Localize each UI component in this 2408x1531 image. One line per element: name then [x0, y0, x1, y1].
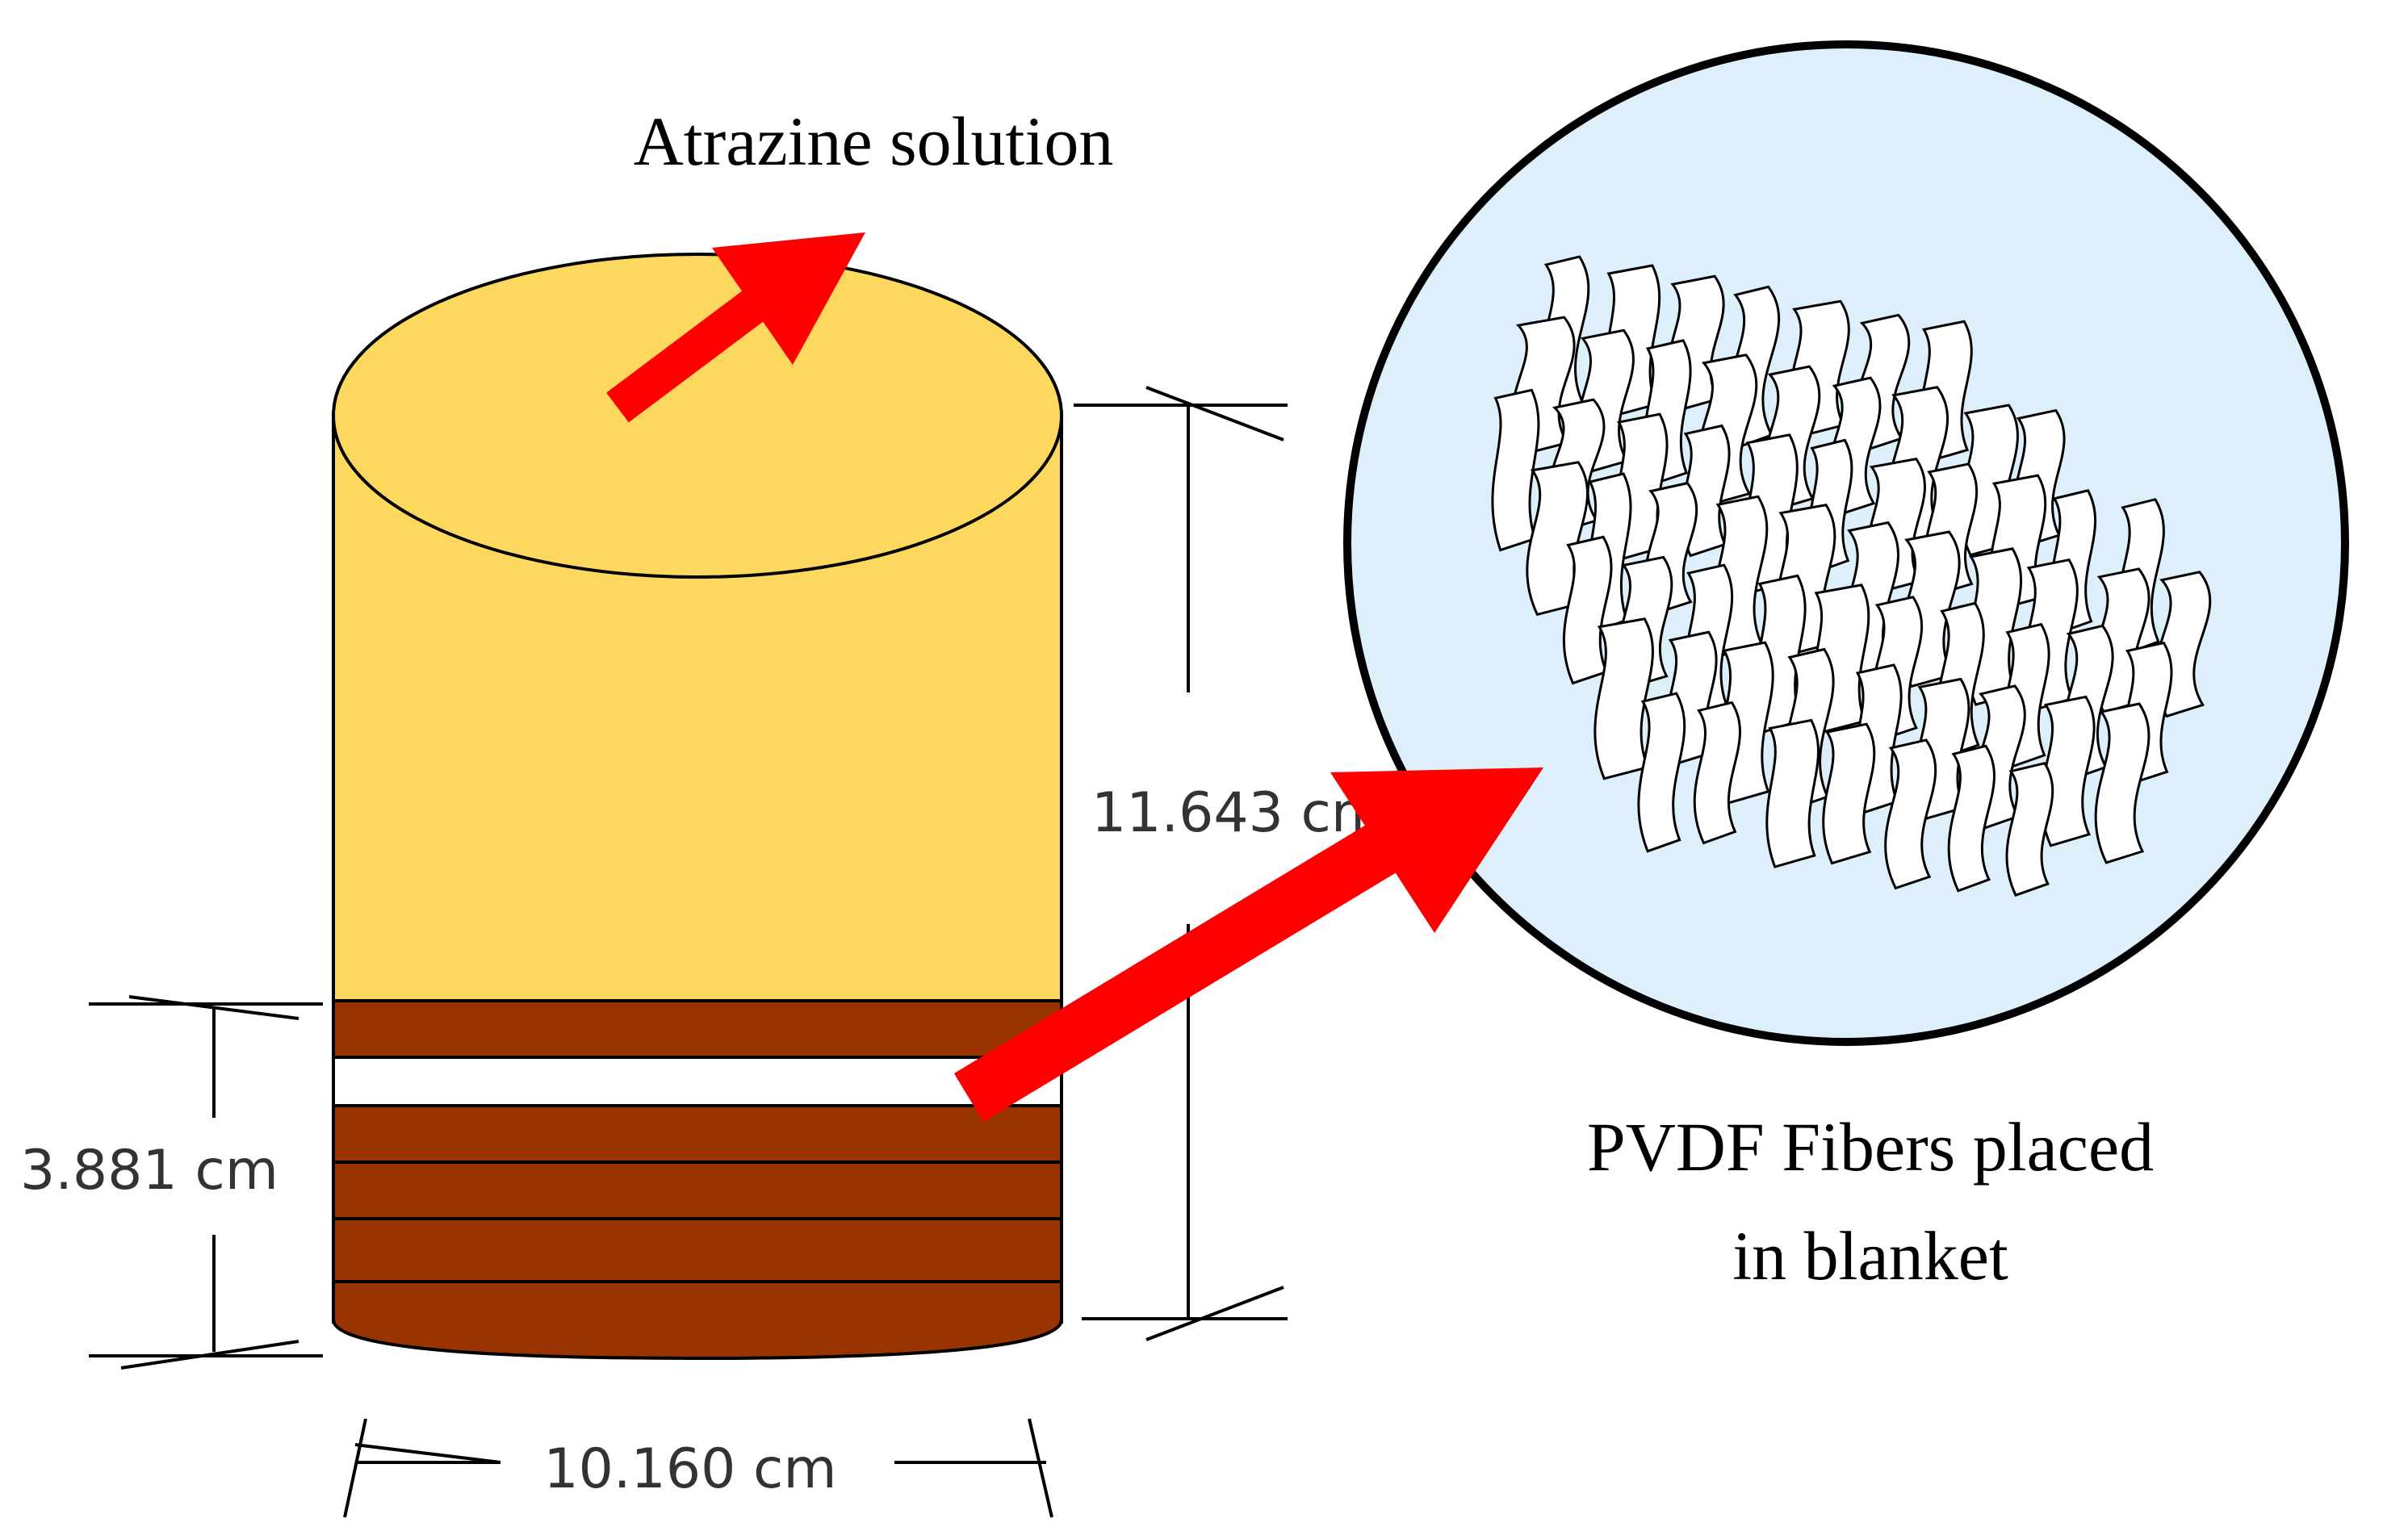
fiber-strip	[1765, 718, 1820, 868]
arrow-up-right-icon	[712, 232, 865, 365]
flow-arrow	[606, 232, 865, 423]
flow-label: Atrazine solution	[634, 102, 1114, 180]
height-dimension	[1074, 386, 1288, 1341]
pvdf-fiber-layer	[332, 1056, 1063, 1107]
fiber-strip	[1884, 738, 1937, 890]
bed-height-dimension	[89, 995, 323, 1370]
column-top	[332, 253, 1063, 579]
fiber-strip	[1593, 617, 1654, 780]
height-label: 11.643 cm	[1091, 781, 1384, 845]
pvdf-fiber-cluster	[1491, 255, 2212, 897]
diameter-label: 10.160 cm	[543, 1437, 836, 1501]
bed-height-label: 3.881 cm	[20, 1139, 278, 1203]
soil-layer-4	[332, 1217, 1063, 1283]
fiber-strip	[1693, 701, 1741, 845]
soil-layer-1	[332, 999, 1063, 1059]
fiber-strip	[1822, 722, 1876, 865]
fiber-strip	[2040, 695, 2096, 847]
fiber-strip	[2094, 702, 2150, 864]
fiber-strip	[1526, 461, 1589, 617]
fiber-strip	[1637, 692, 1686, 853]
soil-layer-5	[332, 1280, 1063, 1361]
diameter-dimension	[343, 1418, 1053, 1518]
inset-label-line2: in blanket	[1732, 1217, 2008, 1295]
column	[332, 253, 1063, 1361]
inset-circle	[1343, 40, 2349, 1046]
zoom-arrow	[953, 768, 1543, 1122]
fiber-inset	[1343, 40, 2349, 1046]
fiber-strip	[1947, 744, 1995, 893]
fiber-strip	[2005, 761, 2054, 897]
inset-label-line1: PVDF Fibers placed	[1587, 1108, 2154, 1186]
arrow-up-right-icon	[1330, 768, 1543, 933]
soil-layer-2	[332, 1104, 1063, 1164]
soil-layer-3	[332, 1161, 1063, 1220]
